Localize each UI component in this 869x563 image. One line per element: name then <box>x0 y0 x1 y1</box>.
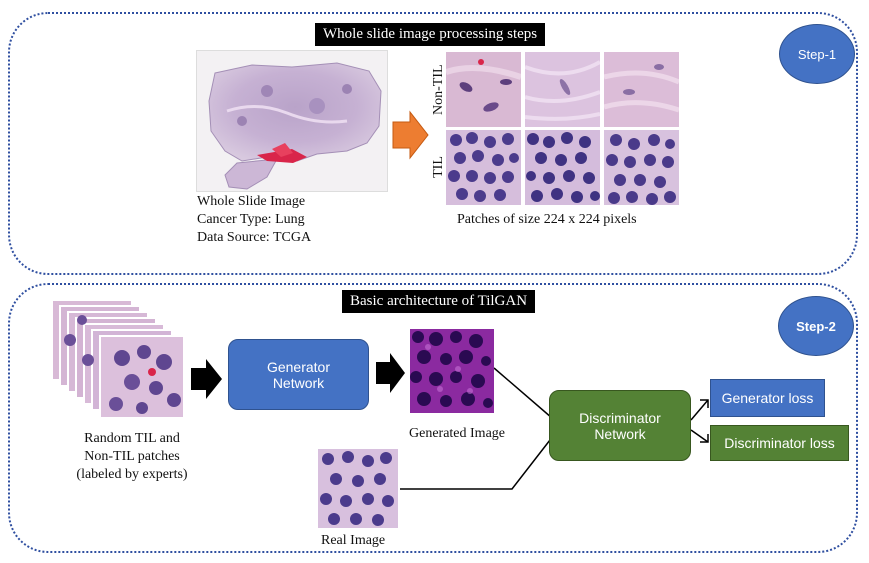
step1-title: Whole slide image processing steps <box>315 23 546 46</box>
wsi-caption-line1: Whole Slide Image <box>197 194 306 209</box>
generator-loss-box: Generator loss <box>710 379 825 417</box>
real-image <box>318 449 398 528</box>
step2-badge: Step-2 <box>778 296 854 356</box>
non-til-patch-3 <box>604 52 679 127</box>
generator-label-line1: Generator <box>266 358 331 375</box>
real-image-caption: Real Image <box>321 533 386 548</box>
generated-image <box>410 329 494 413</box>
step2-panel <box>8 283 858 553</box>
row-label-non-til: Non-TIL <box>431 64 446 115</box>
til-patch-2 <box>525 130 600 205</box>
patches-caption: Patches of size 224 x 224 pixels <box>457 212 637 227</box>
non-til-patch-2 <box>525 52 600 127</box>
input-caption-line2: Non-TIL patches <box>84 449 180 464</box>
discriminator-label-line2: Network <box>594 425 646 442</box>
wsi-caption-line3: Data Source: TCGA <box>197 230 312 245</box>
input-patch-stack <box>52 300 192 420</box>
step1-panel <box>8 12 858 275</box>
til-patch-3 <box>604 130 679 205</box>
step1-badge: Step-1 <box>779 24 855 84</box>
step2-title: Basic architecture of TilGAN <box>342 290 536 313</box>
non-til-patch-1 <box>446 52 521 127</box>
generator-label-line2: Network <box>272 374 325 391</box>
input-caption-line3: (labeled by experts) <box>76 467 188 482</box>
wsi-caption-line2: Cancer Type: Lung <box>197 212 305 227</box>
til-patch-1 <box>446 130 521 205</box>
generator-network-box: Generator Network <box>228 339 369 410</box>
row-label-til: TIL <box>431 156 446 178</box>
discriminator-network-box: Discriminator Network <box>549 390 691 461</box>
whole-slide-image <box>196 50 388 192</box>
generated-image-caption: Generated Image <box>409 426 505 441</box>
discriminator-label-line1: Discriminator <box>579 409 661 426</box>
discriminator-loss-box: Discriminator loss <box>710 425 849 461</box>
input-caption-line1: Random TIL and <box>84 431 180 446</box>
